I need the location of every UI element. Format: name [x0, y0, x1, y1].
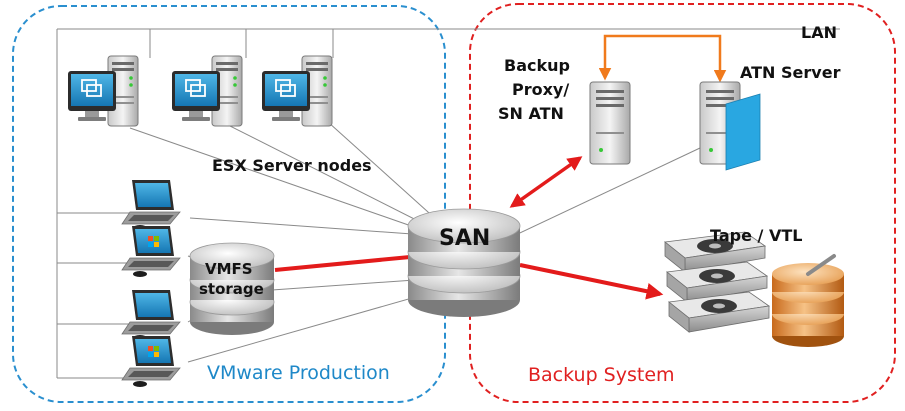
vmfs-to-san-arrow	[274, 255, 411, 272]
esx-server-nodes-label: ESX Server nodes	[212, 156, 372, 175]
lan-links	[598, 34, 727, 83]
laptop-icon	[121, 179, 181, 232]
laptop-icon	[121, 289, 181, 342]
esx-server-icon	[171, 55, 243, 127]
vmware-production-label: VMware Production	[207, 362, 390, 384]
backup-proxy-server-icon	[589, 81, 631, 165]
vmfs-storage-label-line2: storage	[199, 280, 264, 298]
san-icon	[407, 208, 521, 317]
vmfs-storage-icon	[189, 242, 275, 335]
san-label: SAN	[439, 226, 490, 251]
windows-laptop-icon	[121, 225, 181, 278]
tape-vtl-label: Tape / VTL	[710, 226, 802, 245]
san-to-tape-arrow	[519, 263, 664, 300]
vmware-production-region	[12, 5, 446, 403]
esx-server-icon	[261, 55, 333, 127]
lan-label: LAN	[801, 23, 837, 42]
backup-proxy-label-line2: Proxy/	[512, 80, 569, 99]
backup-system-region	[469, 3, 896, 403]
tape-library-icon	[664, 231, 771, 333]
vmfs-storage-label-line1: VMFS	[205, 260, 253, 278]
atn-server-icon	[699, 81, 761, 171]
backup-proxy-label-line3: SN ATN	[498, 104, 564, 123]
vtl-disk-icon	[772, 254, 844, 347]
backup-proxy-label-line1: Backup	[504, 56, 570, 75]
windows-laptop-icon	[121, 335, 181, 388]
esx-server-icon	[67, 55, 139, 127]
san-proxy-arrow	[509, 156, 583, 208]
network-lines	[56, 28, 840, 379]
atn-server-label: ATN Server	[740, 63, 841, 82]
backup-system-label: Backup System	[528, 364, 675, 386]
atn-badge-label: ATN	[733, 49, 762, 68]
